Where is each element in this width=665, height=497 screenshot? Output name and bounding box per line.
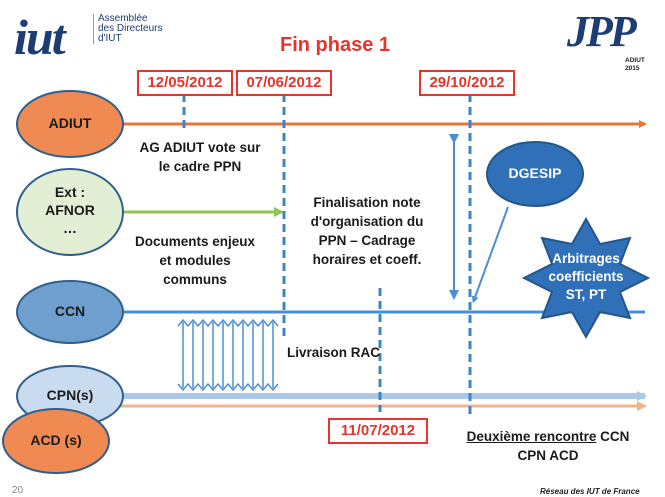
adiut-node — [16, 90, 124, 158]
ccn-label: CCN — [54, 303, 86, 319]
ext-line-3: … — [63, 220, 77, 236]
livraison-note: Livraison RAC — [287, 345, 381, 360]
docs-line-2: et modules — [159, 253, 231, 268]
deuxieme-line-2: CPN ACD — [517, 448, 579, 463]
docs-line-3: communs — [163, 272, 227, 287]
page-number: 20 — [12, 485, 24, 496]
deuxieme-note: Deuxième rencontre CCN CPN ACD — [448, 427, 648, 465]
arbitrages-star — [521, 216, 651, 340]
final-line-3: PPN – Cadrage — [318, 233, 416, 248]
exchange-arrows — [177, 318, 279, 392]
acd-node — [2, 408, 110, 474]
arbitrages-line-2: coefficients — [548, 269, 624, 284]
docs-note: Documents enjeux et modules communs — [120, 232, 270, 289]
deuxieme-underlined: Deuxième rencontre — [466, 429, 597, 444]
footer-network: Réseau des IUT de France — [540, 487, 640, 496]
jpp-sub-line-1: ADIUT — [625, 57, 645, 64]
ag-note: AG ADIUT vote sur le cadre PPN — [120, 138, 280, 176]
logo-sub-line-1: Assemblée — [98, 13, 148, 24]
jpp-logo-subtitle: ADIUT 2015 — [625, 57, 645, 73]
iut-logo-subtitle: Assemblée des Directeurs d'IUT — [93, 14, 162, 44]
final-line-4: horaires et coeff. — [312, 252, 422, 267]
jpp-sub-line-2: 2015 — [625, 65, 640, 72]
date-box-1: 12/05/2012 — [137, 70, 233, 96]
arbitrages-line-3: ST, PT — [565, 287, 607, 302]
jpp-logo: JPP — [567, 7, 637, 56]
deuxieme-line-1: Deuxième rencontre CCN — [448, 427, 648, 446]
final-line-1: Finalisation note — [313, 195, 421, 210]
deuxieme-rest: CCN — [596, 429, 630, 444]
final-line-2: d'organisation du — [310, 214, 424, 229]
adiut-label: ADIUT — [48, 115, 92, 131]
docs-line-1: Documents enjeux — [134, 234, 256, 249]
ext-line-2: AFNOR — [45, 202, 95, 218]
iut-logo: iut — [14, 9, 66, 65]
ext-line-1: Ext : — [54, 184, 86, 200]
arbitrages-label: Arbitrages coefficients ST, PT — [536, 250, 636, 304]
logo-sub-line-2: des Directeurs — [98, 23, 163, 34]
ext-node — [16, 168, 124, 256]
dgesip-label: DGESIP — [508, 165, 562, 181]
date-box-2: 07/06/2012 — [236, 70, 332, 96]
dgesip-node — [486, 141, 584, 207]
date-box-4: 11/07/2012 — [328, 418, 428, 444]
arbitrages-line-1: Arbitrages — [552, 251, 620, 266]
ag-line-2: le cadre PPN — [158, 159, 242, 174]
page-title: Fin phase 1 — [279, 34, 391, 56]
ccn-node — [16, 280, 124, 344]
ag-line-1: AG ADIUT vote sur — [139, 140, 261, 155]
date-box-3: 29/10/2012 — [419, 70, 515, 96]
ext-label: Ext : AFNOR … — [17, 183, 123, 237]
finalisation-note: Finalisation note d'organisation du PPN … — [298, 193, 436, 269]
cpn-label: CPN(s) — [46, 387, 94, 403]
dgesip-arrow — [471, 206, 509, 304]
logo-sub-line-3: d'IUT — [98, 33, 122, 44]
acd-label: ACD (s) — [30, 432, 82, 448]
